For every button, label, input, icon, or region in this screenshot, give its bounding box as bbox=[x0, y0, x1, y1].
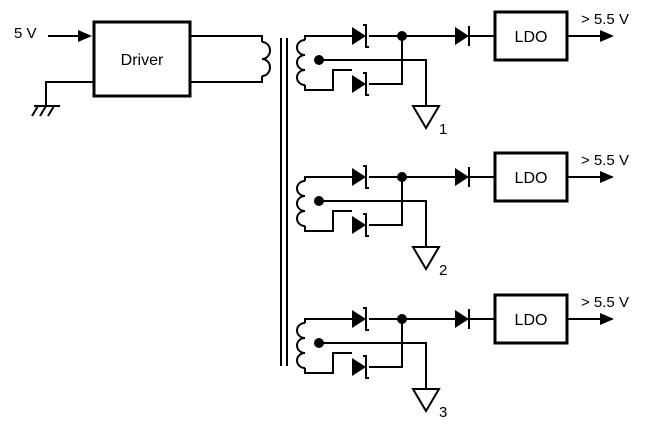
junction-dot bbox=[397, 31, 407, 41]
ground-label: 3 bbox=[439, 404, 447, 421]
ldo-block bbox=[493, 10, 569, 62]
output-channel: LDO > 5.5 V 2 bbox=[296, 151, 629, 279]
output-voltage-label: > 5.5 V bbox=[581, 152, 629, 169]
isolated-ground-icon bbox=[411, 388, 441, 413]
series-diode-icon bbox=[455, 167, 470, 187]
junction-dot bbox=[397, 314, 407, 324]
schottky-diode-icon bbox=[352, 24, 369, 48]
output-channel: LDO > 5.5 V 3 bbox=[296, 293, 629, 421]
input-wire bbox=[48, 30, 92, 42]
output-arrow-icon bbox=[600, 30, 614, 42]
ldo-label: LDO bbox=[515, 29, 548, 46]
driver-block bbox=[92, 20, 192, 98]
isolated-ground-icon bbox=[411, 105, 441, 130]
schottky-diode-icon bbox=[352, 165, 369, 189]
output-arrow-icon bbox=[600, 313, 614, 325]
secondary-winding-icon bbox=[296, 39, 306, 86]
ldo-label: LDO bbox=[515, 170, 548, 187]
ldo-block bbox=[493, 293, 569, 345]
series-diode-icon bbox=[455, 309, 470, 329]
ground-label: 1 bbox=[439, 121, 447, 138]
schottky-diode-icon bbox=[352, 307, 369, 331]
ldo-label: LDO bbox=[515, 312, 548, 329]
secondary-winding-icon bbox=[296, 180, 306, 227]
secondary-winding-icon bbox=[296, 322, 306, 369]
output-voltage-label: > 5.5 V bbox=[581, 11, 629, 28]
schottky-diode-icon bbox=[352, 355, 369, 379]
schottky-diode-icon bbox=[352, 72, 369, 96]
primary-wires bbox=[190, 35, 263, 83]
schottky-diode-icon bbox=[352, 213, 369, 237]
output-channel: LDO > 5.5 V 1 bbox=[296, 10, 629, 138]
input-arrow-icon bbox=[78, 30, 92, 42]
primary-winding-icon bbox=[261, 41, 271, 77]
driver-label: Driver bbox=[121, 52, 164, 69]
isolated-ground-icon bbox=[411, 246, 441, 271]
series-diode-icon bbox=[455, 26, 470, 46]
junction-dot bbox=[397, 172, 407, 182]
driver-ground-wire bbox=[45, 81, 94, 106]
chassis-ground-icon bbox=[31, 105, 60, 117]
input-voltage-label: 5 V bbox=[14, 25, 37, 42]
output-voltage-label: > 5.5 V bbox=[581, 294, 629, 311]
output-arrow-icon bbox=[600, 171, 614, 183]
ground-label: 2 bbox=[439, 262, 447, 279]
transformer-core bbox=[280, 38, 288, 366]
